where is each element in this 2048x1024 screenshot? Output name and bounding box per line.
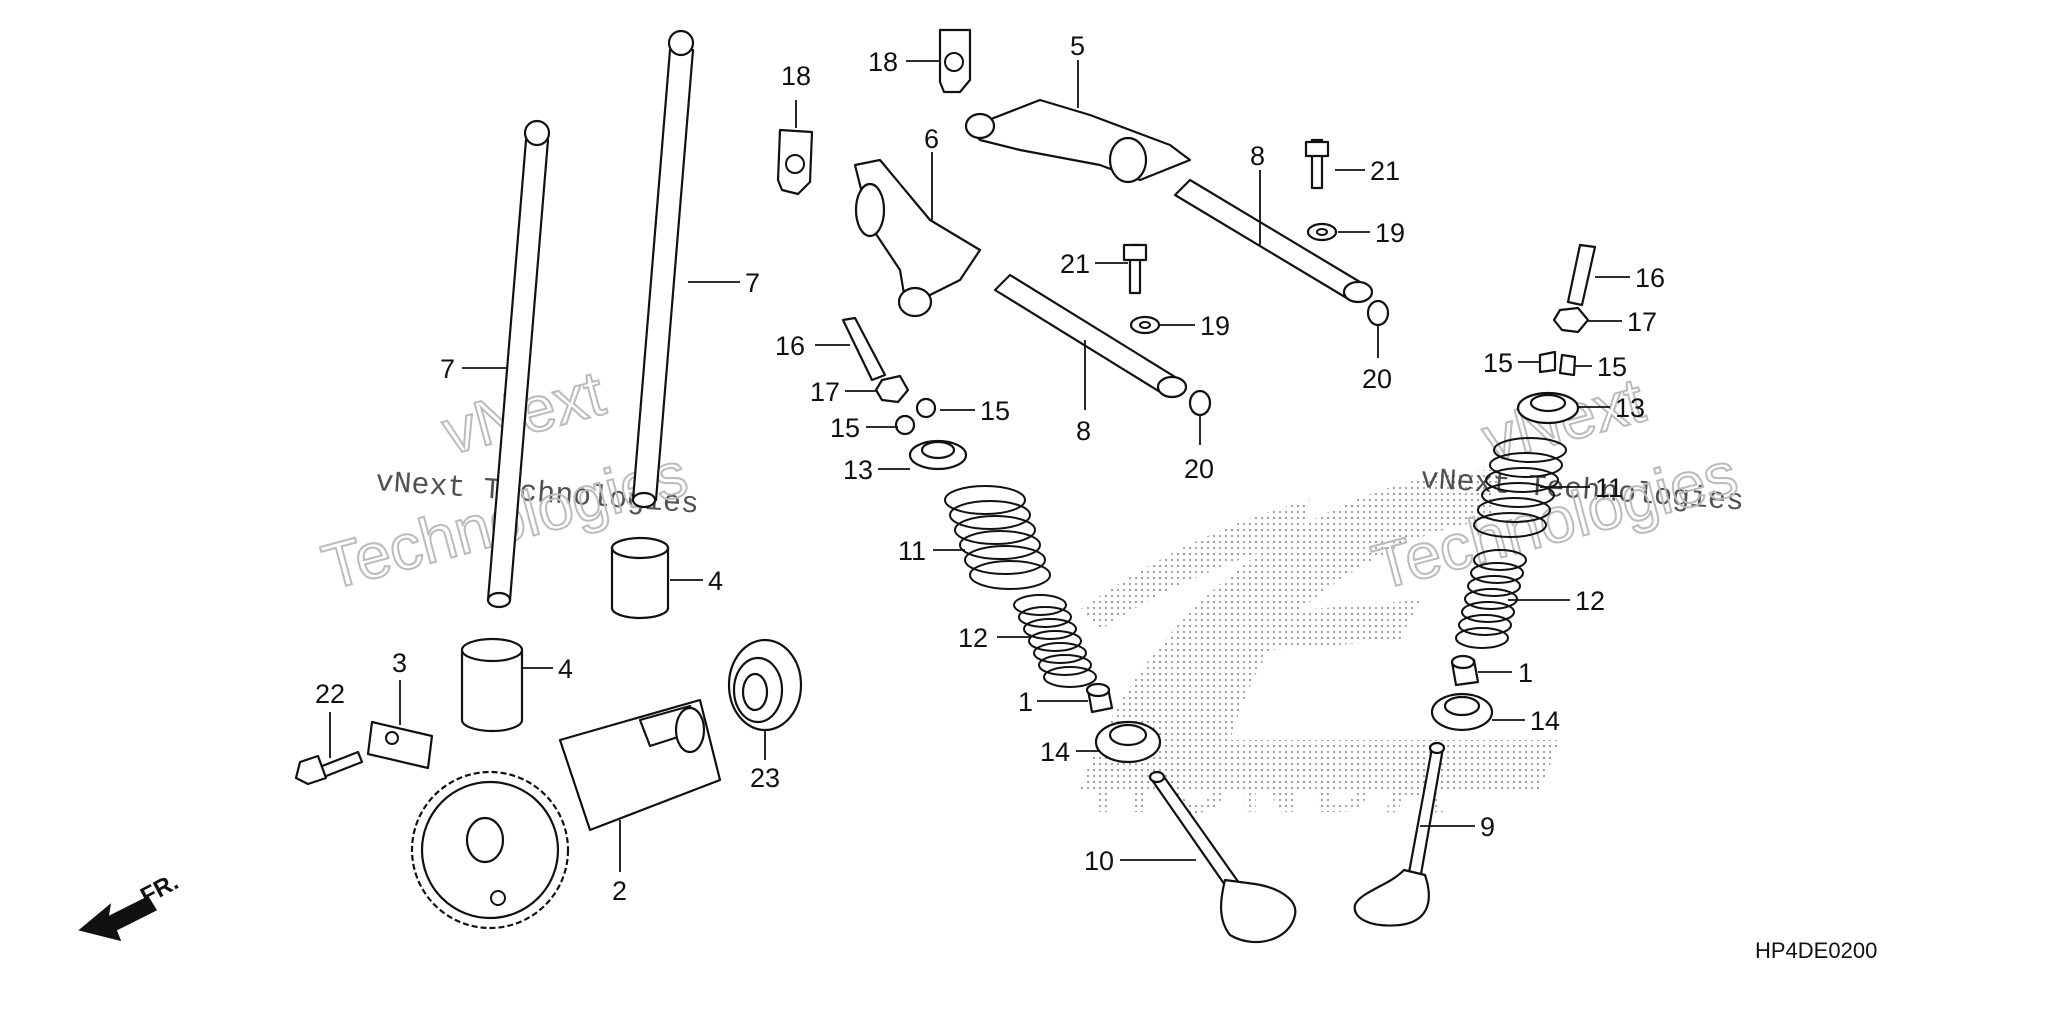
callout-label: 10	[1084, 846, 1114, 876]
callout-label: 20	[1184, 454, 1214, 484]
rocker-arm-6	[853, 158, 982, 318]
callout-label: 4	[708, 566, 723, 596]
cotter-15-left	[894, 397, 937, 436]
push-rod-right	[631, 29, 695, 509]
callout-label: 15	[830, 413, 860, 443]
bolt-22	[294, 750, 364, 786]
callout-label: 17	[810, 377, 840, 407]
callout-label: 2	[612, 876, 627, 906]
spring-11-left	[944, 485, 1051, 590]
callout-label: 19	[1375, 218, 1405, 248]
seat-14-left	[1094, 720, 1162, 764]
valve-9-intake	[1353, 741, 1446, 927]
stem-seal-1-left	[1085, 682, 1114, 714]
bolt-21-upper	[1304, 138, 1330, 190]
callout-label: 15	[980, 396, 1010, 426]
stem-seal-1-right	[1450, 654, 1480, 687]
callout-label: 5	[1070, 31, 1085, 61]
rocker-shaft-upper	[1173, 178, 1374, 304]
callout-label: 1	[1518, 658, 1533, 688]
callout-label: 22	[315, 679, 345, 709]
callout-label: 18	[781, 61, 811, 91]
o-ring-20-upper	[1366, 299, 1390, 327]
front-arrow-icon	[78, 896, 158, 942]
honda-wing-logo	[1080, 470, 1560, 790]
seat-14-right	[1430, 692, 1494, 732]
callout-label: 23	[750, 763, 780, 793]
plate-3	[366, 720, 434, 770]
retainer-13-right	[1516, 391, 1580, 425]
holder-18-upper	[938, 28, 972, 94]
callout-label: 18	[868, 47, 898, 77]
callout-label: 16	[775, 331, 805, 361]
callout-label: 9	[1480, 812, 1495, 842]
callout-layer: 7 7 4 4 3 22 2 23 18 18 5 6 8 8 21 21 19	[315, 31, 1665, 906]
spring-11-right	[1473, 437, 1567, 538]
callout-label: 16	[1635, 263, 1665, 293]
callout-label: 3	[392, 648, 407, 678]
cotter-15-right	[1538, 350, 1577, 377]
spring-12-right	[1455, 549, 1527, 649]
callout-label: 20	[1362, 364, 1392, 394]
watermark: vNext Technologies vNext Technologies vN…	[314, 356, 1745, 605]
lock-nut-17-left	[874, 374, 910, 404]
callout-label: 21	[1370, 156, 1400, 186]
valve-10-exhaust	[1148, 770, 1297, 944]
callout-label: 12	[1575, 586, 1605, 616]
diagram-code: HP4DE0200	[1755, 938, 1877, 963]
adjust-screw-16-right	[1566, 243, 1597, 307]
callout-label: 15	[1483, 348, 1513, 378]
spring-12-left	[1013, 594, 1097, 688]
rocker-shaft-lower	[993, 273, 1188, 399]
callout-label: 17	[1627, 307, 1657, 337]
callout-label: 11	[1595, 473, 1623, 503]
bearing-23	[727, 638, 803, 732]
callout-label: 13	[843, 455, 873, 485]
callout-label: 19	[1200, 311, 1230, 341]
o-ring-20-lower	[1188, 389, 1212, 417]
front-direction-indicator: FR.	[78, 868, 183, 942]
callout-label: 12	[958, 623, 988, 653]
callout-label: 11	[898, 536, 926, 566]
callout-label: 21	[1060, 249, 1090, 279]
tappet-lower	[460, 637, 524, 733]
callout-label: 6	[924, 124, 939, 154]
callout-label: 15	[1597, 352, 1627, 382]
honda-wing-logo-left	[1080, 500, 1310, 630]
washer-19-upper	[1306, 222, 1338, 242]
callout-label: 7	[440, 354, 455, 384]
callout-label: 8	[1076, 416, 1091, 446]
callout-label: 13	[1615, 393, 1645, 423]
callout-label: 4	[558, 654, 573, 684]
callout-label: 1	[1018, 687, 1033, 717]
brand-logo: HONDA	[1080, 470, 1560, 831]
callout-label: 14	[1530, 706, 1560, 736]
lock-nut-17-right	[1552, 306, 1590, 334]
adjust-screw-16-left	[841, 316, 887, 382]
holder-18-lower	[776, 128, 814, 196]
camshaft-assembly	[410, 698, 722, 930]
retainer-13-left	[908, 439, 968, 471]
push-rod-left	[486, 119, 551, 609]
rocker-arm-5	[964, 98, 1192, 184]
callout-label: 8	[1250, 141, 1265, 171]
tappet-upper	[610, 536, 670, 620]
washer-19-lower	[1129, 315, 1161, 335]
bolt-21-lower	[1122, 243, 1148, 295]
callout-label: 7	[745, 268, 760, 298]
callout-label: 14	[1040, 737, 1070, 767]
